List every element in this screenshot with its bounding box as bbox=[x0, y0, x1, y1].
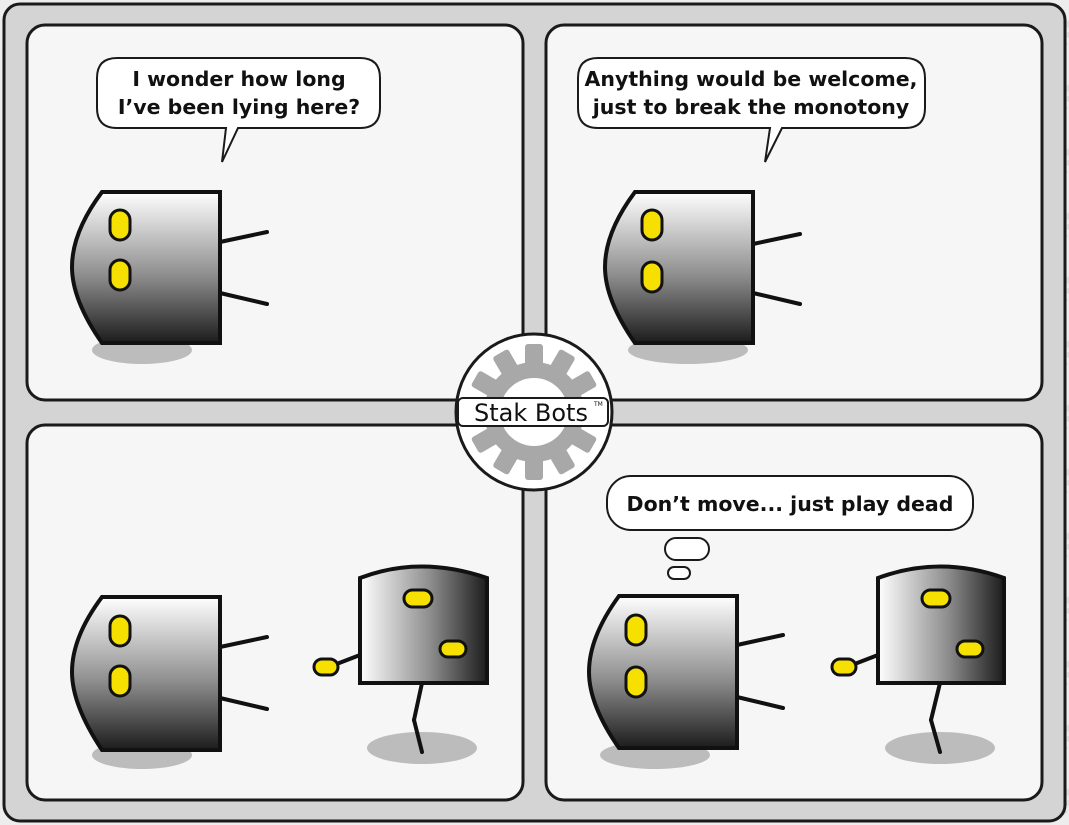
stak-bots-logo: Stak Bots TM bbox=[454, 332, 614, 492]
robot-body bbox=[69, 190, 222, 345]
robot-lying bbox=[602, 190, 802, 364]
robot-body bbox=[602, 190, 755, 345]
robot-walking bbox=[830, 564, 1006, 764]
robot-body bbox=[876, 564, 1006, 685]
panel-3-content bbox=[69, 564, 489, 769]
robot-lying bbox=[586, 594, 785, 769]
robot-lying bbox=[69, 190, 269, 364]
robot-eye bbox=[624, 665, 648, 699]
thought-puff bbox=[667, 566, 691, 580]
robot-eye bbox=[108, 614, 132, 648]
robot-leg bbox=[735, 695, 785, 710]
robot-leg bbox=[218, 230, 269, 244]
robot-walking bbox=[312, 564, 489, 764]
robot-leg bbox=[735, 633, 785, 647]
speech-bubble: Anything would be welcome, just to break… bbox=[577, 57, 926, 163]
speech-bubble: I wonder how long I’ve been lying here? bbox=[96, 57, 381, 163]
panel-4-content: Don’t move... just play dead bbox=[586, 475, 1006, 769]
robot-eye bbox=[108, 664, 132, 698]
robot-eye bbox=[920, 588, 952, 609]
robot-leg bbox=[412, 681, 424, 722]
robot-leg bbox=[751, 291, 802, 306]
panel-1-content: I wonder how long I’ve been lying here? bbox=[69, 57, 381, 364]
logo-banner bbox=[457, 397, 609, 427]
robot-leg bbox=[218, 635, 269, 649]
speech-line-1: Anything would be welcome, bbox=[585, 67, 918, 91]
robot-eye bbox=[955, 639, 985, 659]
thought-line-1: Don’t move... just play dead bbox=[627, 492, 954, 516]
logo-name: Stak Bots bbox=[474, 399, 588, 427]
robot-eye bbox=[108, 208, 132, 242]
robot-body bbox=[586, 594, 739, 750]
robot-lying bbox=[69, 595, 269, 769]
thought-puff bbox=[664, 537, 710, 561]
logo-trademark: TM bbox=[593, 401, 603, 408]
speech-line-2: I’ve been lying here? bbox=[118, 95, 360, 119]
robot-leg bbox=[218, 291, 269, 306]
robot-leg bbox=[218, 696, 269, 711]
robot-leg bbox=[929, 718, 942, 754]
speech-line-1: I wonder how long bbox=[132, 67, 345, 91]
robot-leg bbox=[751, 232, 802, 246]
robot-hand bbox=[312, 657, 340, 677]
robot-eye bbox=[402, 588, 434, 609]
robot-eye bbox=[108, 258, 132, 292]
robot-body bbox=[69, 595, 222, 752]
panel-2-content: Anything would be welcome, just to break… bbox=[577, 57, 926, 364]
robot-eye bbox=[624, 613, 648, 647]
thought-bubble: Don’t move... just play dead bbox=[606, 475, 974, 580]
robot-body bbox=[358, 564, 489, 685]
robot-eye bbox=[438, 639, 468, 659]
robot-eye bbox=[640, 260, 664, 294]
speech-line-2: just to break the monotony bbox=[592, 95, 909, 119]
robot-hand bbox=[830, 657, 858, 677]
robot-leg bbox=[412, 718, 424, 754]
robot-leg bbox=[929, 681, 942, 722]
robot-eye bbox=[640, 208, 664, 242]
